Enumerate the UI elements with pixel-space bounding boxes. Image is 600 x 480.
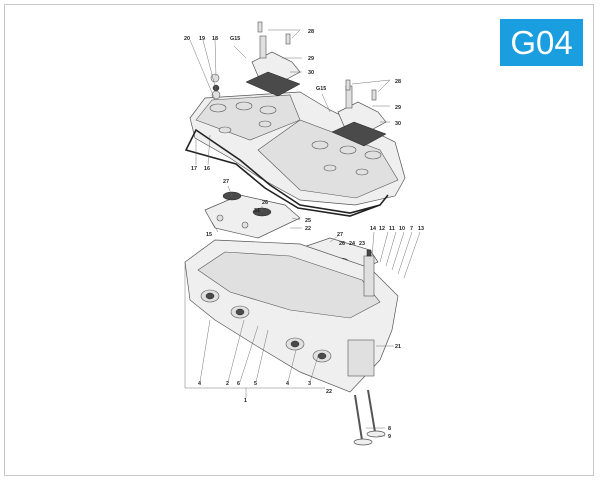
callout-9: 9 xyxy=(388,434,391,440)
callout-13: 13 xyxy=(418,226,424,232)
callout-g15-left: G15 xyxy=(230,36,240,42)
callout-3: 3 xyxy=(308,381,311,387)
callout-22-mid: 22 xyxy=(305,226,311,232)
callout-8: 8 xyxy=(388,426,391,432)
callout-14: 14 xyxy=(370,226,376,232)
callout-30-right: 30 xyxy=(395,121,401,127)
callout-28-right: 28 xyxy=(395,79,401,85)
callout-16: 16 xyxy=(204,166,210,172)
callout-28-top: 28 xyxy=(308,29,314,35)
callout-10: 10 xyxy=(399,226,405,232)
callout-31: 31 xyxy=(254,208,260,214)
callout-18: 18 xyxy=(212,36,218,42)
cylinder-head-cover[interactable] xyxy=(189,91,406,206)
cylinder-head[interactable] xyxy=(184,239,399,393)
callout-26-left: 26 xyxy=(262,200,268,206)
callout-1: 1 xyxy=(244,398,247,404)
callout-26-right: 26 xyxy=(339,241,345,247)
callout-7: 7 xyxy=(410,226,413,232)
camshaft-holder-left[interactable] xyxy=(204,191,301,239)
valve-spring-set[interactable] xyxy=(363,249,375,297)
callout-12: 12 xyxy=(379,226,385,232)
leader-lines xyxy=(184,29,421,437)
callout-22-bottom: 22 xyxy=(326,389,332,395)
callout-17: 17 xyxy=(191,166,197,172)
callout-6: 6 xyxy=(237,381,240,387)
callout-11: 11 xyxy=(389,226,395,232)
callout-2: 2 xyxy=(226,381,229,387)
callout-20: 20 xyxy=(184,36,190,42)
callout-27-right: 27 xyxy=(337,232,343,238)
cover-bolts xyxy=(210,21,377,101)
callout-15: 15 xyxy=(206,232,212,238)
callout-25: 25 xyxy=(305,218,311,224)
callout-24: 24 xyxy=(349,241,355,247)
callout-23: 23 xyxy=(359,241,365,247)
callout-21: 21 xyxy=(395,344,401,350)
callout-labels: 20 19 18 G15 28 29 30 G15 28 29 30 17 16… xyxy=(184,29,424,440)
cover-gasket[interactable] xyxy=(184,128,389,217)
callout-g15-right: G15 xyxy=(316,86,326,92)
callout-19: 19 xyxy=(199,36,205,42)
breather-plate-left[interactable] xyxy=(245,35,301,97)
callout-5: 5 xyxy=(254,381,257,387)
callout-29-top: 29 xyxy=(308,56,314,62)
callout-4-right: 4 xyxy=(286,381,289,387)
callout-4-left: 4 xyxy=(198,381,201,387)
drawing-frame xyxy=(4,4,594,476)
valves[interactable] xyxy=(353,389,386,446)
section-badge: G04 xyxy=(500,19,583,66)
callout-30-top: 30 xyxy=(308,70,314,76)
callout-27-left: 27 xyxy=(223,179,229,185)
callout-29-right: 29 xyxy=(395,105,401,111)
